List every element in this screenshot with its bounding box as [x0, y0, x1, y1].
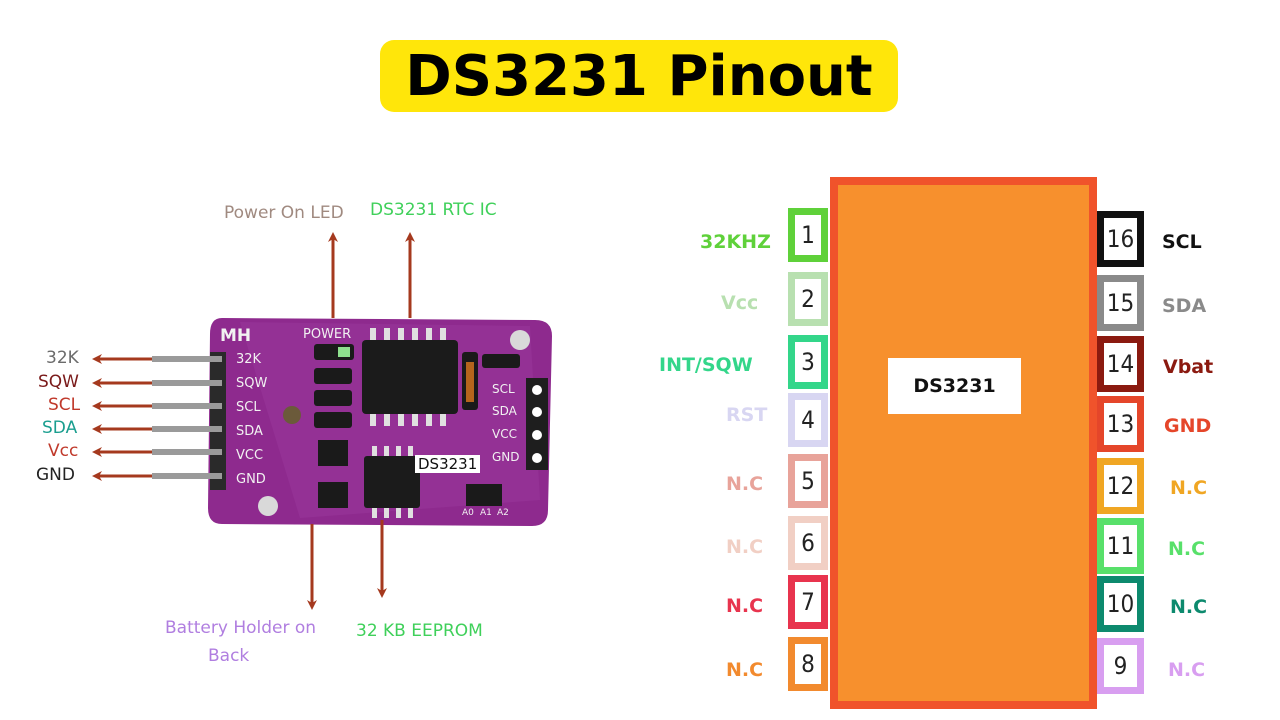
chip-pin-label-9: N.C — [1168, 659, 1206, 681]
chip-pin-label-11: N.C — [1168, 538, 1206, 560]
rtc-ic — [362, 328, 458, 426]
board-power-text: POWER — [303, 327, 352, 342]
chip-pin-label-4: RST — [726, 404, 768, 426]
chip-body — [830, 177, 1097, 709]
board-pin-text: VCC — [492, 427, 517, 441]
battery-contact — [283, 406, 301, 424]
board-pin-text: 32K — [236, 352, 262, 367]
chip-pin-14: 14 — [1097, 336, 1144, 392]
eeprom-chip — [364, 446, 420, 518]
mount-hole — [258, 496, 278, 516]
callout-arrows — [92, 232, 415, 610]
module-pin-label-vcc: Vcc — [48, 441, 79, 461]
callout-rtc-ic: DS3231 RTC IC — [370, 200, 497, 220]
board-ic-label: DS3231 — [415, 455, 481, 473]
chip-pin-label-5: N.C — [726, 473, 764, 495]
board-addr-text: A0 — [462, 508, 474, 518]
chip-pin-label-10: N.C — [1170, 596, 1208, 618]
chip-name-label: DS3231 — [888, 358, 1021, 414]
board-pin-text: GND — [236, 472, 266, 487]
chip-pin-12: 12 — [1097, 458, 1144, 514]
callout-eeprom: 32 KB EEPROM — [356, 621, 483, 641]
chip-pin-label-16: SCL — [1162, 231, 1202, 253]
title-banner: DS3231 Pinout — [380, 40, 898, 112]
board-pin-text: VCC — [236, 448, 264, 463]
mount-hole — [510, 330, 530, 350]
chip-pin-10: 10 — [1097, 576, 1144, 632]
chip-pin-4: 4 — [788, 393, 828, 447]
chip-pin-16: 16 — [1097, 211, 1144, 267]
power-led — [314, 344, 354, 360]
callout-power-led: Power On LED — [224, 203, 344, 223]
page-title: DS3231 Pinout — [405, 43, 873, 109]
chip-pin-label-1: 32KHZ — [700, 231, 771, 253]
board-pin-text: SCL — [492, 382, 515, 396]
board-pin-text: SDA — [492, 404, 517, 418]
left-header — [152, 352, 226, 490]
board-pin-text: SDA — [236, 424, 263, 439]
chip-pin-13: 13 — [1097, 396, 1144, 452]
chip-pin-1: 1 — [788, 208, 828, 262]
module-pin-label-32k: 32K — [46, 348, 79, 368]
chip-pin-9: 9 — [1097, 638, 1144, 694]
chip-pin-8: 8 — [788, 637, 828, 691]
chip-pin-15: 15 — [1097, 275, 1144, 331]
right-header — [526, 378, 548, 470]
callout-battery-holder-line2: Back — [208, 646, 250, 666]
chip-pin-label-7: N.C — [726, 595, 764, 617]
board-brand: MH — [220, 326, 252, 346]
board-pin-text: SCL — [236, 400, 261, 415]
chip-pin-11: 11 — [1097, 518, 1144, 574]
chip-pin-6: 6 — [788, 516, 828, 570]
board-pin-text: GND — [492, 450, 520, 464]
module-pin-label-sqw: SQW — [38, 372, 79, 392]
module-pin-label-gnd: GND — [36, 465, 75, 485]
chip-pin-label-2: Vcc — [721, 292, 759, 314]
chip-pin-label-8: N.C — [726, 659, 764, 681]
module-pin-label-sda: SDA — [42, 418, 78, 438]
board-pin-text: SQW — [236, 376, 268, 391]
chip-pin-label-3: INT/SQW — [659, 354, 753, 376]
chip-pin-label-14: Vbat — [1163, 356, 1214, 378]
callout-battery-holder-line1: Battery Holder on — [165, 618, 317, 638]
chip-pin-2: 2 — [788, 272, 828, 326]
chip-pin-3: 3 — [788, 335, 828, 389]
chip-pin-5: 5 — [788, 454, 828, 508]
chip-pin-label-13: GND — [1164, 415, 1212, 437]
module-pin-label-scl: SCL — [48, 395, 81, 415]
chip-pin-label-6: N.C — [726, 536, 764, 558]
board-addr-text: A2 — [497, 508, 509, 518]
chip-pin-label-12: N.C — [1170, 477, 1208, 499]
chip-pin-7: 7 — [788, 575, 828, 629]
board-addr-text: A1 — [480, 508, 492, 518]
chip-pin-label-15: SDA — [1162, 295, 1207, 317]
